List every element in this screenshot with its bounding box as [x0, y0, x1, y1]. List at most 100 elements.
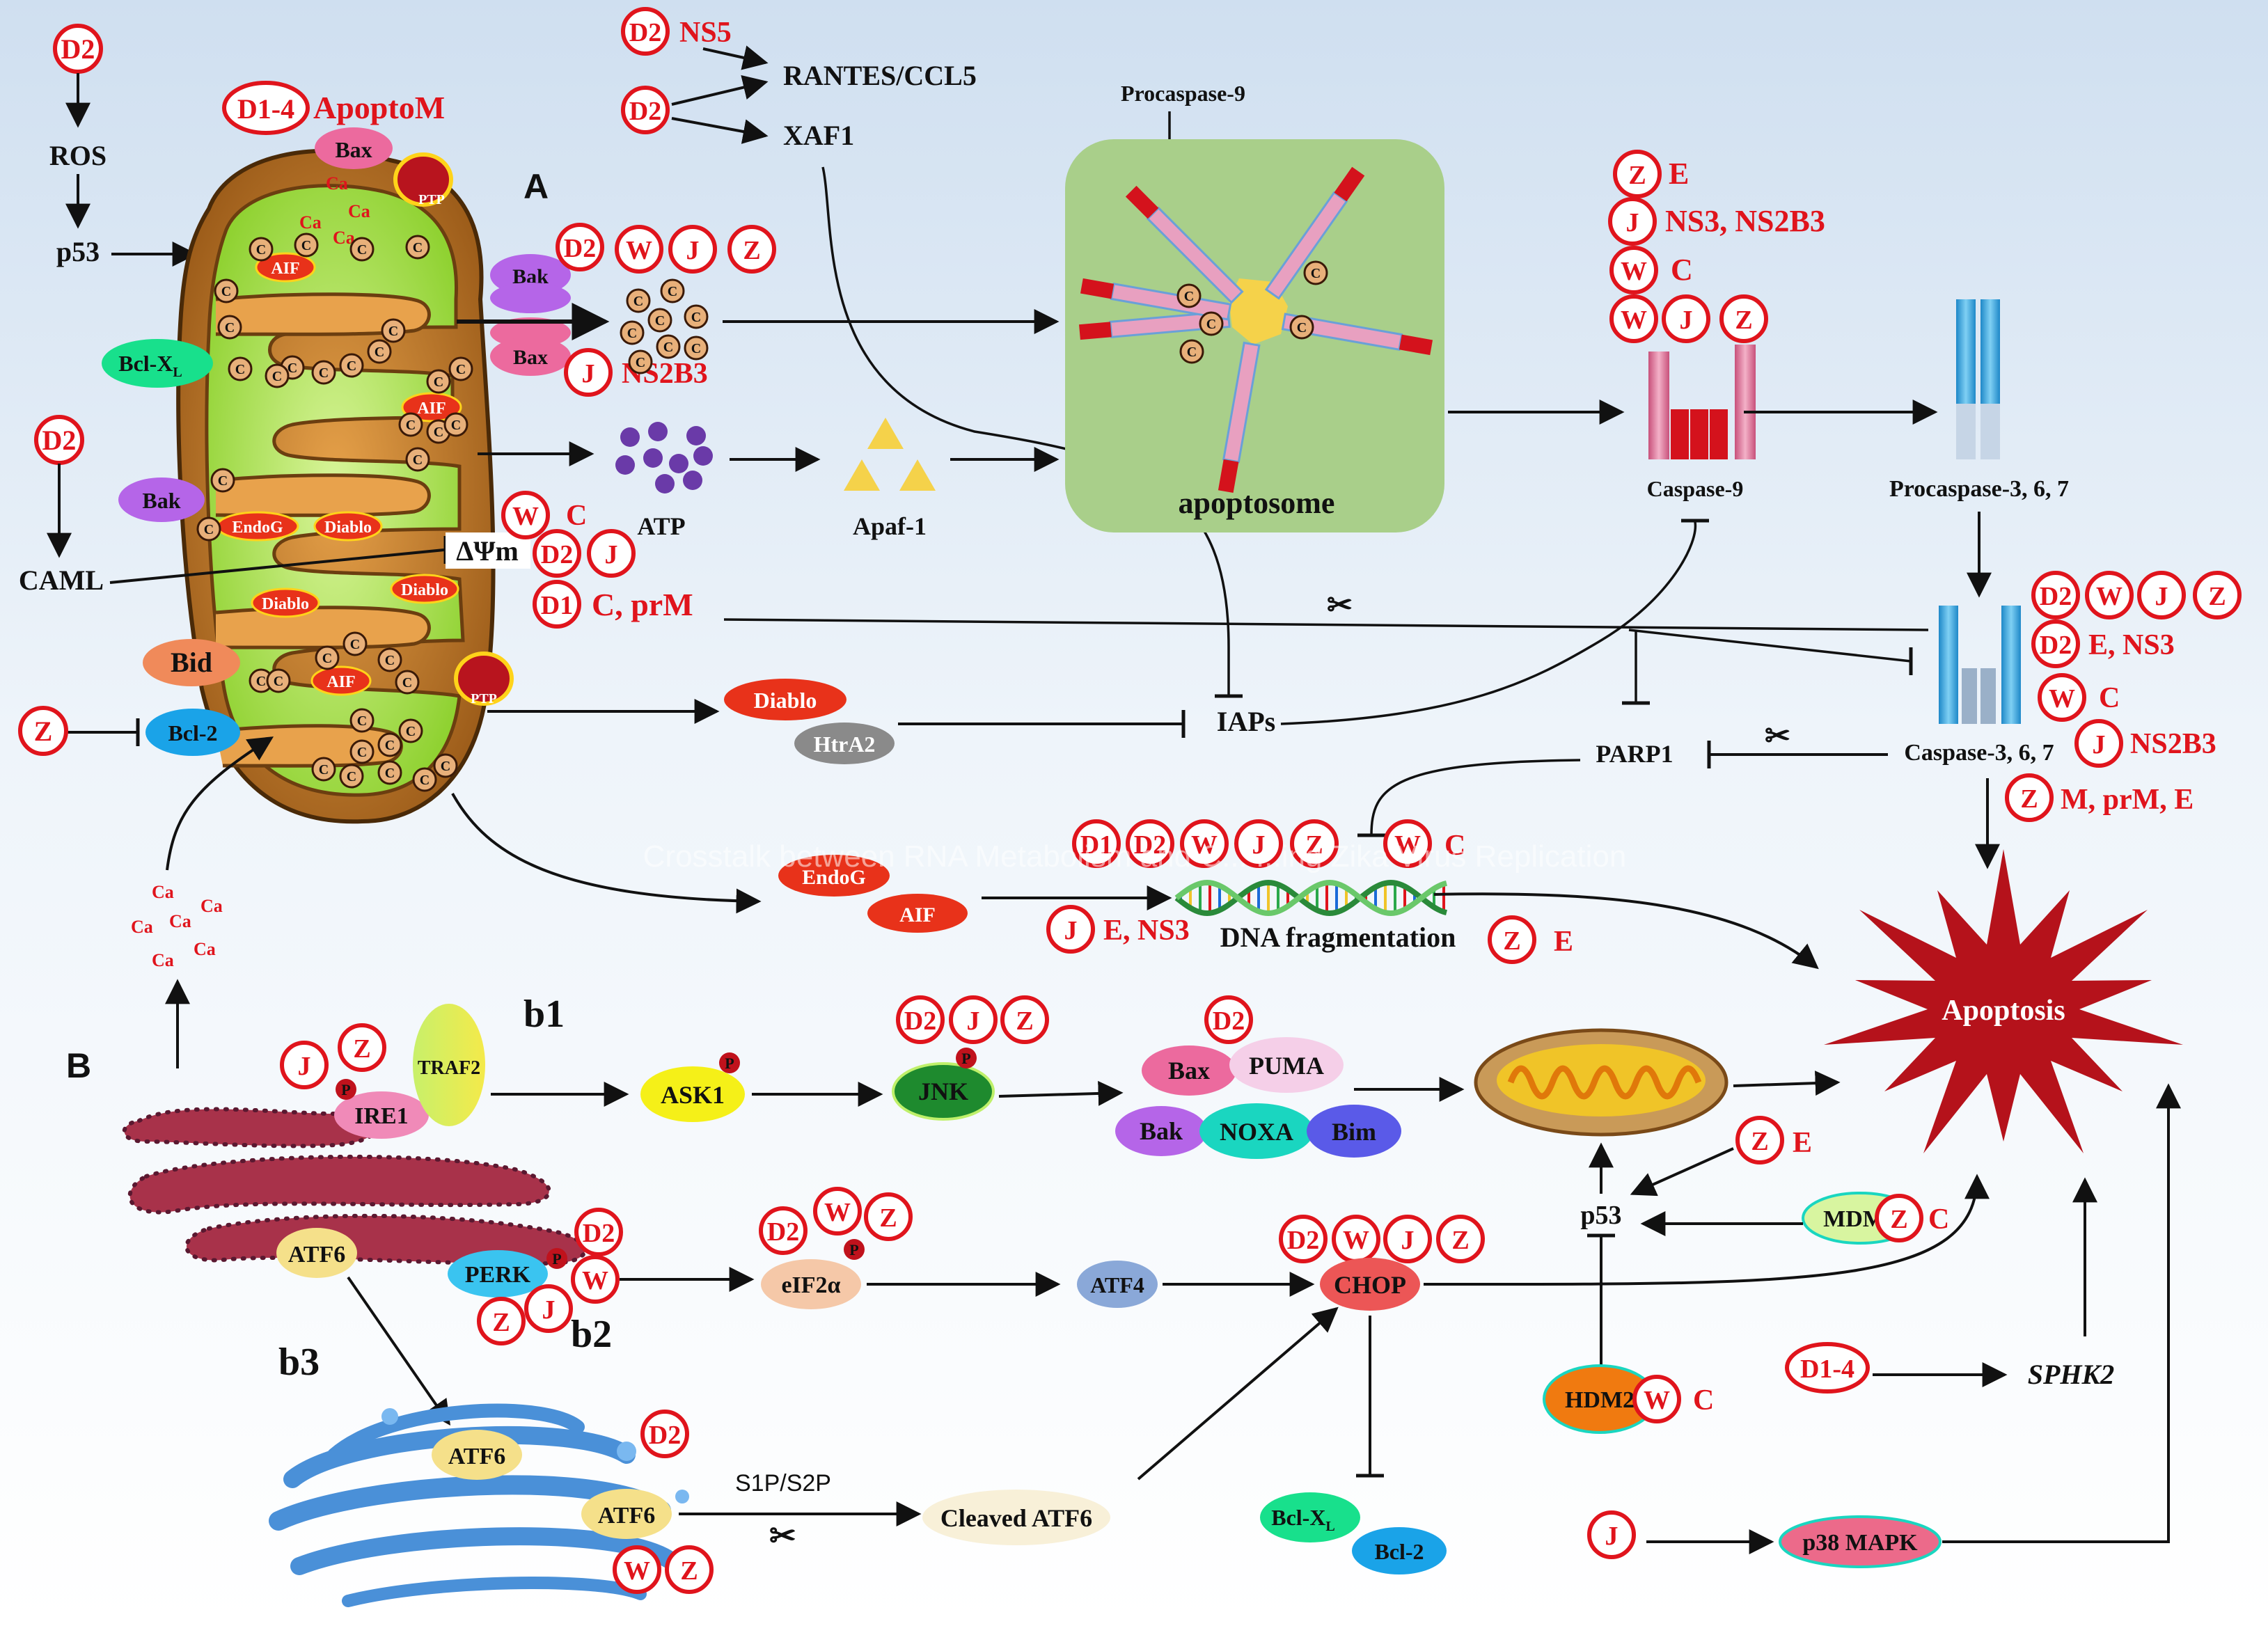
badge-d2: D2	[2031, 571, 2080, 619]
svg-text:J: J	[967, 1007, 980, 1036]
svg-text:J: J	[582, 359, 595, 388]
svg-text:C: C	[434, 374, 443, 390]
svg-text:Bcl-2: Bcl-2	[168, 720, 217, 745]
badge-z: Z	[338, 1023, 386, 1072]
svg-text:AIF: AIF	[271, 260, 299, 278]
procaspase-367-icon	[1956, 299, 2000, 459]
p53-label-a: p53	[56, 236, 100, 267]
bcl-xl-a: Bcl-XL	[102, 339, 213, 388]
diablo-released: Diablo	[724, 679, 846, 720]
svg-text:C: C	[350, 637, 360, 652]
dna-fragmentation-label: DNA fragmentation	[1220, 922, 1456, 953]
panel-label-a: A	[523, 167, 549, 206]
svg-text:C: C	[319, 365, 329, 381]
badge-z: Z	[727, 225, 776, 274]
mitochondrion-small	[1474, 1028, 1728, 1137]
parp1-label: PARP1	[1596, 740, 1673, 768]
svg-text:Ca: Ca	[194, 939, 216, 959]
annotation-c: C	[1928, 1203, 1949, 1236]
cytochrome-c-icon: C	[620, 320, 645, 345]
cytochrome-c-icon: C	[196, 516, 221, 542]
delta-psi-box	[446, 532, 530, 569]
bcl-2-a: Bcl-2	[145, 709, 240, 756]
procaspase-9-spoke	[1218, 341, 1261, 494]
svg-text:C: C	[691, 341, 701, 356]
diablo-mito-3: Diablo	[390, 574, 459, 604]
bak-b: Bak	[1115, 1106, 1207, 1156]
p38-mapk: p38 MAPK	[1779, 1515, 1942, 1568]
svg-text:D1: D1	[541, 591, 573, 620]
svg-text:EndoG: EndoG	[802, 866, 866, 889]
badge-j: J	[524, 1284, 573, 1333]
svg-text:D1-4: D1-4	[1800, 1355, 1854, 1384]
svg-text:D2: D2	[629, 97, 661, 126]
cytochrome-c-icon: C	[377, 760, 402, 785]
cytochrome-c-icon: C	[381, 318, 406, 343]
caspase-367-label: Caspase-3, 6, 7	[1904, 740, 2054, 766]
annotation-c: C	[1693, 1384, 1714, 1416]
svg-text:PERK: PERK	[465, 1262, 531, 1288]
svg-text:Z: Z	[492, 1308, 510, 1337]
cytochrome-c-icon: C	[315, 645, 340, 670]
watermark: Crosstalk between RNA Metabolism and C..…	[643, 839, 1627, 874]
cytochrome-c-icon: C	[426, 369, 451, 394]
cytochrome-c-icon: C	[405, 235, 430, 260]
svg-text:W: W	[1621, 306, 1647, 335]
svg-text:TRAF2: TRAF2	[418, 1057, 480, 1079]
badge-j: J	[1587, 1510, 1636, 1559]
svg-text:C: C	[413, 240, 423, 255]
cytochrome-c-icon: C	[217, 315, 242, 340]
cytochrome-c-icon: C	[647, 308, 672, 333]
svg-text:C: C	[456, 362, 466, 377]
badge-w: W	[1332, 1215, 1380, 1263]
phospho-eif2a: P	[844, 1239, 865, 1260]
traf2: TRAF2	[413, 1004, 485, 1126]
svg-text:Ca: Ca	[348, 201, 370, 221]
svg-text:C: C	[636, 355, 645, 370]
svg-text:D2: D2	[649, 1421, 681, 1450]
badge-d2: D2	[640, 1410, 689, 1458]
cytochrome-c-icon: C	[339, 764, 364, 789]
svg-text:D2: D2	[904, 1007, 936, 1036]
svg-text:CHOP: CHOP	[1334, 1271, 1406, 1299]
apoptosis-burst: Apoptosis	[1824, 849, 2183, 1153]
cytochrome-c-icon: C	[377, 732, 402, 757]
svg-text:Cleaved ATF6: Cleaved ATF6	[940, 1504, 1092, 1532]
svg-text:C: C	[357, 242, 367, 258]
svg-text:eIF2α: eIF2α	[781, 1272, 840, 1298]
badge-w: W	[1180, 819, 1229, 868]
svg-text:C: C	[301, 238, 311, 253]
badge-w: W	[2085, 571, 2134, 619]
cytochrome-c-icon: C	[311, 360, 336, 385]
svg-text:C: C	[225, 320, 235, 336]
svg-text:P: P	[725, 1055, 734, 1072]
svg-text:Bim: Bim	[1332, 1118, 1376, 1146]
cytochrome-c-icon: C	[228, 356, 253, 381]
svg-text:ATF6: ATF6	[598, 1503, 655, 1529]
badge-d2: D2	[574, 1208, 623, 1256]
badge-z: Z	[864, 1192, 913, 1241]
svg-text:C: C	[402, 675, 412, 690]
svg-text:C: C	[406, 418, 416, 433]
svg-text:C: C	[274, 674, 283, 689]
svg-text:C: C	[385, 738, 395, 753]
svg-text:C: C	[256, 242, 266, 258]
svg-text:Bax: Bax	[513, 346, 548, 369]
svg-text:C: C	[385, 653, 395, 668]
svg-text:PTP: PTP	[418, 192, 445, 207]
badge-d2: D2	[53, 24, 103, 74]
badge-z: Z	[477, 1297, 526, 1345]
cytochrome-c-icon: C	[214, 278, 239, 303]
ptp-channel-bottom: PTP	[454, 652, 514, 707]
badge-j: J	[1383, 1215, 1432, 1263]
svg-text:HtrA2: HtrA2	[814, 732, 876, 757]
endog-mito: EndoG	[216, 511, 299, 542]
annotation-e: E	[1669, 157, 1689, 191]
svg-text:Diablo: Diablo	[324, 519, 372, 537]
svg-text:D2: D2	[541, 540, 573, 569]
svg-text:Ca: Ca	[200, 896, 223, 916]
procaspase-367-label: Procaspase-3, 6, 7	[1889, 476, 2069, 502]
svg-text:Bax: Bax	[335, 137, 372, 162]
cytochrome-c-icon: C	[626, 288, 651, 313]
